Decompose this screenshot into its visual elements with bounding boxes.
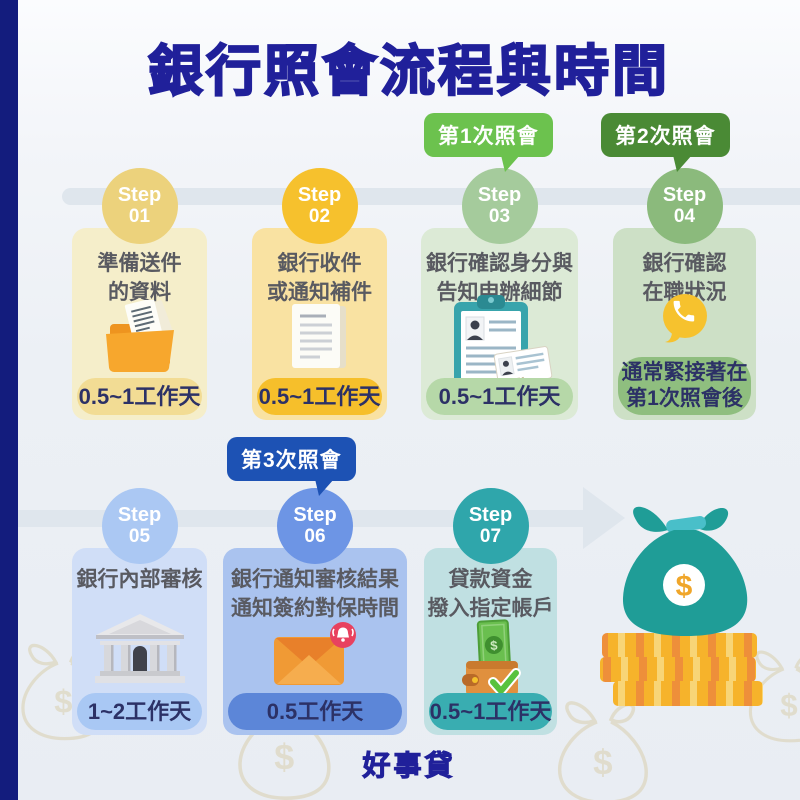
money-bag-coins-icon: $ [590, 492, 785, 717]
step-card-06: Step 06 銀行通知審核結果 通知簽約對保時間 0.5工作天 [223, 488, 407, 735]
duration-pill: 通常緊接著在 第1次照會後 [618, 357, 751, 415]
step-title: 銀行確認身分與 告知申辦細節 [426, 252, 573, 305]
duration-pill: 0.5工作天 [228, 693, 402, 730]
step-number-badge: Step 04 [646, 168, 723, 244]
mail-notification-icon [223, 621, 407, 687]
callout-third-verification: 第3次照會 [227, 437, 356, 496]
brand-logo-text: 好事貸 [362, 750, 456, 782]
wallet-money-icon: $ [424, 619, 557, 699]
duration-pill: 0.5~1工作天 [426, 378, 573, 415]
left-border-stripe [0, 0, 18, 800]
timeline-bar-top [62, 188, 800, 205]
step-number-badge: Step 02 [281, 168, 358, 244]
id-verification-icon [421, 294, 578, 390]
step-title: 銀行確認 在職狀況 [642, 252, 727, 305]
step-number-badge: Step 03 [461, 168, 538, 244]
step-number-badge: Step 05 [101, 488, 178, 564]
page-title: 銀行照會流程與時間 [147, 39, 670, 103]
duration-pill: 1~2工作天 [77, 693, 202, 730]
folder-documents-icon [72, 300, 207, 374]
step-number-badge: Step 01 [101, 168, 178, 244]
step-number-badge: Step 07 [452, 488, 529, 564]
step-card-07: Step 07 貸款資金 撥入指定帳戶 $ 0.5~1工作天 [424, 488, 557, 735]
step-title: 貸款資金 撥入指定帳戶 [427, 568, 554, 621]
callout-second-verification: 第2次照會 [601, 113, 730, 172]
duration-pill: 0.5~1工作天 [77, 378, 202, 415]
step-title: 準備送件 的資料 [97, 252, 182, 305]
phone-call-icon [613, 292, 756, 344]
duration-pill: 0.5~1工作天 [429, 693, 552, 730]
timeline-arrowhead [583, 487, 625, 549]
step-card-01: Step 01 準備送件 的資料 0.5~1工作天 [72, 168, 207, 420]
step-title: 銀行內部審核 [76, 568, 203, 591]
step-card-04: Step 04 銀行確認 在職狀況 通常緊接著在 第1次照會後 [613, 168, 756, 420]
step-card-05: Step 05 銀行內部審核 1~2工作天 [72, 488, 207, 735]
step-card-03: Step 03 銀行確認身分與 告知申辦細節 0.5~1工作天 [421, 168, 578, 420]
step-title: 銀行收件 或通知補件 [267, 252, 372, 305]
callout-first-verification: 第1次照會 [424, 113, 553, 172]
document-icon [252, 302, 387, 370]
step-card-02: Step 02 銀行收件 或通知補件 0.5~1工作天 [252, 168, 387, 420]
duration-pill: 0.5~1工作天 [257, 378, 382, 415]
step-title: 銀行通知審核結果 通知簽約對保時間 [231, 568, 399, 621]
bank-icon [72, 613, 207, 683]
svg-text:$: $ [489, 638, 498, 653]
step-number-badge: Step 06 [277, 488, 353, 564]
svg-text:$: $ [676, 570, 693, 603]
